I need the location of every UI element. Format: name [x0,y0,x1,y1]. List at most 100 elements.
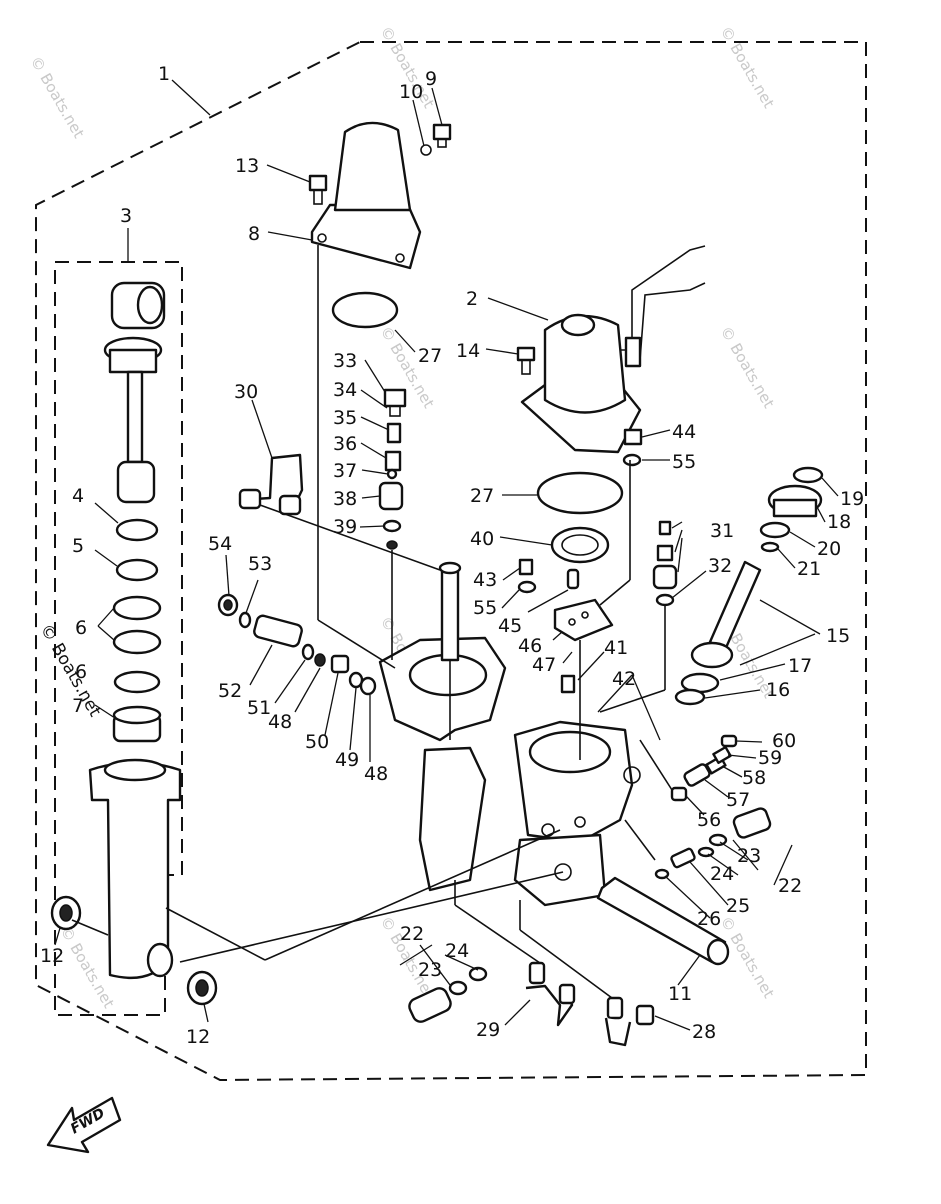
callout-27-lower: 27 [470,485,494,507]
o-ring-48a [314,653,326,667]
spring-35 [386,422,402,444]
callout-16: 16 [766,679,790,701]
reservoir-cover [310,121,422,270]
callout-56: 56 [697,809,721,831]
manual-valve-15 [690,560,762,669]
callout-43: 43 [473,569,497,591]
bolt-14 [516,346,536,375]
o-ring-39a [382,519,402,533]
bolt-44 [623,428,643,446]
o-ring-6c [113,670,161,694]
callout-29: 29 [476,1019,500,1041]
o-ring-23-bottom [448,980,468,996]
callout-18: 18 [827,511,851,533]
callout-52: 52 [218,680,242,702]
callout-46: 46 [518,635,542,657]
callout-42: 42 [612,668,636,690]
callout-8: 8 [248,223,260,245]
valve-54 [217,593,239,617]
bushing-12-left [50,895,82,931]
callout-11: 11 [668,983,692,1005]
spring-59 [712,745,732,765]
washer-10 [420,144,432,156]
callout-44: 44 [672,421,696,443]
washer-55-lower [517,580,537,594]
assembly-boundary [35,41,867,1082]
bolt-13 [308,174,328,205]
valve-52 [253,614,303,648]
watermark-dark: © Boats.net [36,621,105,721]
tilt-rod [103,281,166,504]
pipe-30 [238,453,304,516]
valve-block-46 [553,598,614,642]
callout-27-upper: 27 [418,345,442,367]
callout-51: 51 [247,697,271,719]
callout-37: 37 [333,460,357,482]
valve-38 [378,481,404,511]
o-ring-24-bottom [468,966,488,982]
callout-39: 39 [333,516,357,538]
valve-57 [683,763,711,787]
callout-17: 17 [788,655,812,677]
callout-15: 15 [826,625,850,647]
callout-7: 7 [72,695,84,717]
callout-26: 26 [697,908,721,930]
callout-32: 32 [708,555,732,577]
backup-ring-6b [112,629,162,655]
callout-5: 5 [72,535,84,557]
plug-22-bottom [408,987,452,1023]
piston-36 [384,450,402,472]
cap-19 [792,466,824,484]
callout-58: 58 [742,767,766,789]
callout-45: 45 [498,615,522,637]
o-ring-24-right [697,846,715,858]
callout-24-right: 24 [710,863,734,885]
bushing-12-right [186,970,218,1006]
callout-1: 1 [158,63,170,85]
callout-59: 59 [758,747,782,769]
callout-3: 3 [120,205,132,227]
o-ring-5 [115,558,159,582]
bolt-43 [518,558,534,576]
cylinder-cap-7 [112,705,162,743]
trim-motor [520,245,706,454]
callout-19: 19 [840,488,864,510]
bolt-9 [432,123,452,148]
callout-47: 47 [532,654,556,676]
callout-6b: 6 [75,661,87,683]
callout-10: 10 [399,81,423,103]
callout-41: 41 [604,637,628,659]
backup-ring-6a [112,595,162,621]
callout-55-lower: 55 [473,597,497,619]
callout-36: 36 [333,433,357,455]
o-ring-27-upper [331,291,399,329]
fwd-arrow: FWD [46,1096,122,1154]
callout-30: 30 [234,381,258,403]
o-ring-39b [386,540,398,550]
callout-40: 40 [470,528,494,550]
callout-12-right: 12 [186,1026,210,1048]
o-ring-27-lower [536,471,624,515]
watermark: © Boats.net [717,23,778,111]
gear-pump-40 [550,526,610,564]
callout-50: 50 [305,731,329,753]
filler-cap-18 [767,484,823,518]
screw-41 [560,674,576,694]
callout-25: 25 [726,895,750,917]
watermark: © Boats.net [717,323,778,411]
o-ring-32 [655,593,675,607]
callout-4: 4 [72,485,84,507]
o-ring-53 [238,611,252,629]
callout-28: 28 [692,1021,716,1043]
o-ring-4 [115,518,159,542]
callout-22-right: 22 [778,875,802,897]
callout-24-bottom: 24 [445,940,469,962]
valve-56 [670,786,688,802]
callout-54: 54 [208,533,232,555]
shaft-45 [566,568,580,590]
o-ring-51 [301,643,315,661]
valve-31 [652,520,678,590]
pivot-shaft-11 [596,876,730,966]
leader-lines [54,79,839,1031]
